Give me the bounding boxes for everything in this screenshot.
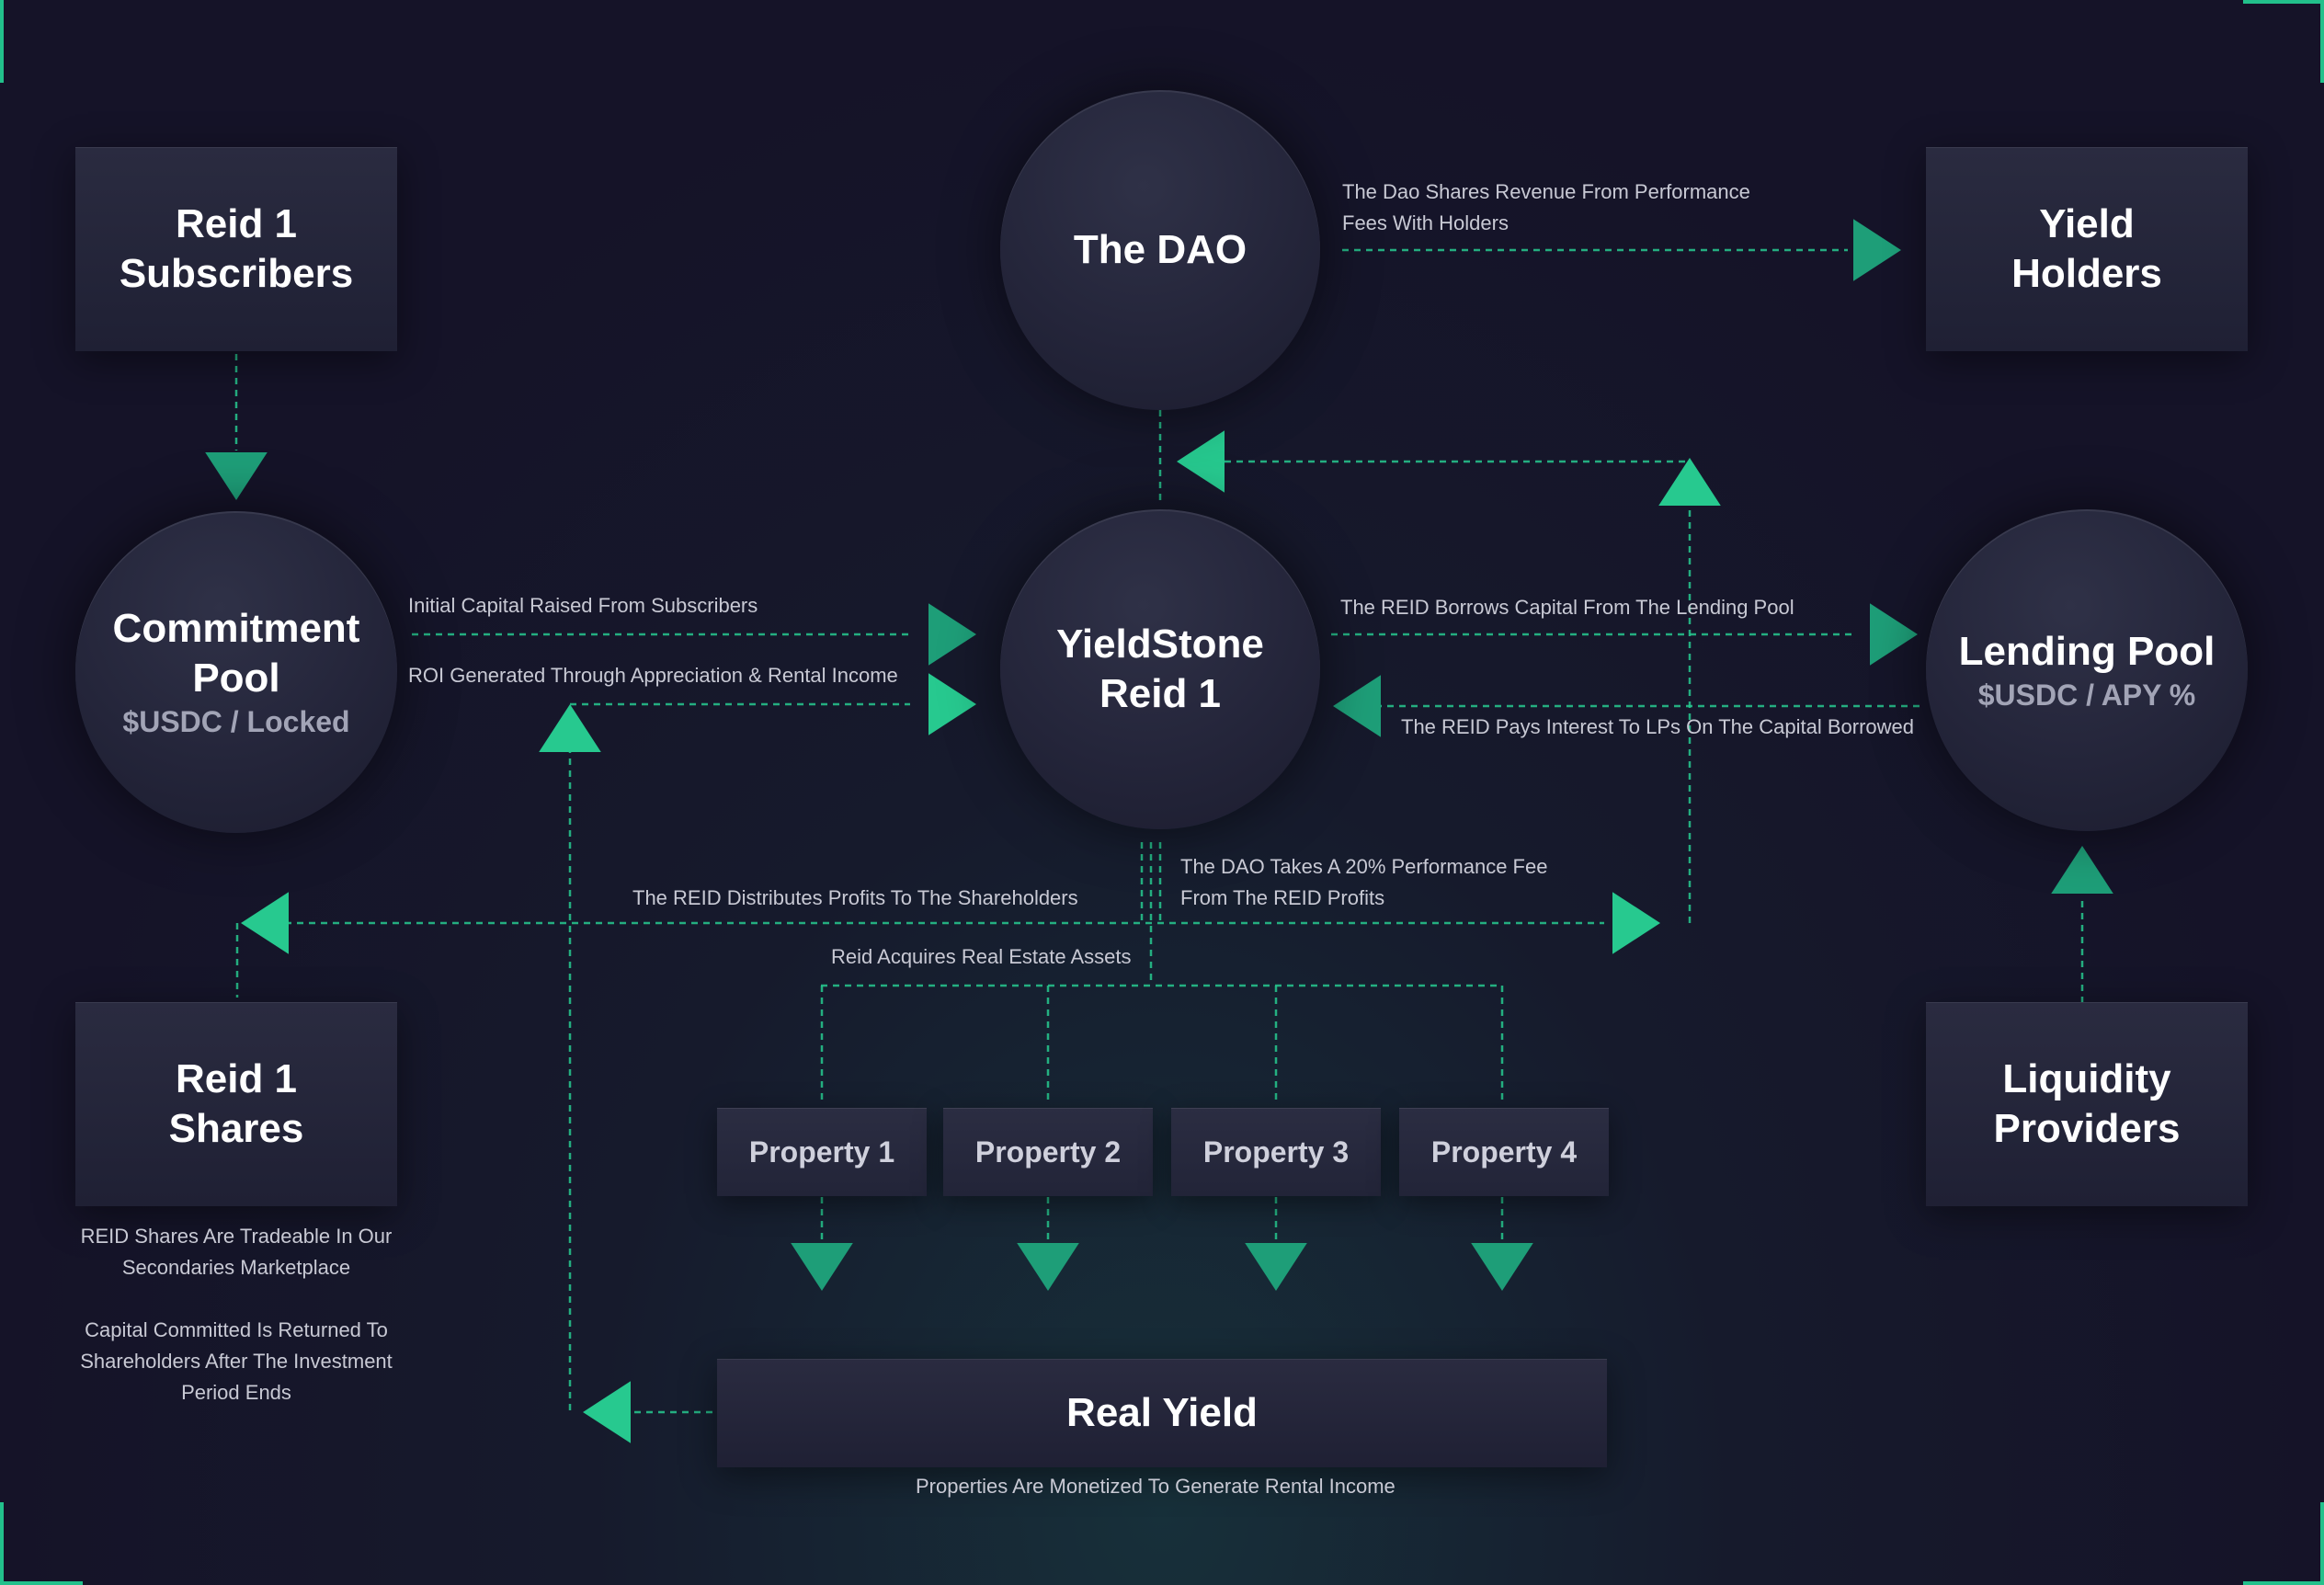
dao-fee-label-line2: From The REID Profits (1180, 886, 1385, 909)
corner-accent (0, 0, 4, 83)
liquidity-up-arrow (2051, 846, 2113, 894)
lending-pool-title: Lending Pool (1958, 629, 2216, 674)
dao-shares-label-line1: The Dao Shares Revenue From Performance (1342, 180, 1750, 203)
reid1-subscribers-box: Reid 1 Subscribers (75, 147, 397, 351)
yieldstone-circle: YieldStone Reid 1 (1000, 509, 1320, 829)
yieldstone-line2: Reid 1 (1099, 671, 1222, 716)
real-yield-left-arrow (583, 1381, 631, 1443)
lending-pool-circle: Lending Pool $USDC / APY % (1926, 509, 2248, 831)
borrows-right-arrow (1870, 603, 1918, 666)
property-2-down-arrow (1017, 1243, 1079, 1291)
real-yield-title: Real Yield (1066, 1390, 1258, 1435)
roi-right-arrow (928, 673, 976, 735)
corner-accent (0, 1581, 83, 1585)
commitment-pool-line1: Commitment (112, 606, 360, 651)
the-dao-circle: The DAO (1000, 90, 1320, 410)
liquidity-providers-box: Liquidity Providers (1926, 1002, 2248, 1206)
property-4-label: Property 4 (1430, 1135, 1578, 1169)
the-dao-title: The DAO (1073, 227, 1247, 272)
pays-interest-label: The REID Pays Interest To LPs On The Cap… (1401, 715, 1915, 738)
real-yield-box: Real Yield (717, 1359, 1607, 1467)
property-4-box: Property 4 (1399, 1108, 1609, 1196)
corner-accent (2320, 0, 2324, 83)
reid1-shares-line2: Shares (168, 1106, 304, 1151)
pays-interest-left-arrow (1333, 675, 1381, 737)
acquires-label: Reid Acquires Real Estate Assets (831, 945, 1132, 968)
tradeable-note: REID Shares Are Tradeable In Our Seconda… (80, 1225, 393, 1279)
corner-accent (0, 1502, 4, 1585)
reid1-shares-line1: Reid 1 (175, 1056, 298, 1101)
dao-fee-return-connector (1213, 460, 1692, 923)
lending-pool-sub: $USDC / APY % (1977, 678, 2196, 712)
liquidity-providers-line1: Liquidity (2002, 1056, 2171, 1101)
roi-label: ROI Generated Through Appreciation & Ren… (408, 664, 898, 687)
initial-capital-label: Initial Capital Raised From Subscribers (408, 594, 758, 617)
property-4-down-arrow (1471, 1243, 1533, 1291)
dao-yield-right-arrow (1853, 219, 1901, 281)
returned-note: Capital Committed Is Returned To Shareho… (80, 1318, 393, 1404)
property-3-down-arrow (1245, 1243, 1307, 1291)
reid1-shares-box: Reid 1 Shares (75, 1002, 397, 1206)
yield-holders-box: Yield Holders (1926, 147, 2248, 351)
corner-accent (2320, 1502, 2324, 1585)
property-2-box: Property 2 (943, 1108, 1153, 1196)
roi-up-arrow (539, 704, 601, 752)
dao-shares-label-line2: Fees With Holders (1342, 211, 1509, 234)
dao-fee-up-arrow (1658, 458, 1721, 506)
corner-accent (2243, 1581, 2324, 1585)
dao-fee-right-arrow (1612, 892, 1660, 954)
yield-holders-line1: Yield (2039, 201, 2135, 246)
property-2-label: Property 2 (974, 1135, 1122, 1169)
property-1-label: Property 1 (748, 1135, 895, 1169)
yield-holders-line2: Holders (2011, 251, 2162, 296)
liquidity-providers-line2: Providers (1993, 1106, 2181, 1151)
monetized-label: Properties Are Monetized To Generate Ren… (916, 1475, 1396, 1498)
yieldstone-line1: YieldStone (1056, 621, 1264, 667)
property-1-down-arrow (791, 1243, 853, 1291)
property-1-box: Property 1 (717, 1108, 927, 1196)
commitment-pool-line2: Pool (192, 656, 280, 701)
dao-fee-label-line1: The DAO Takes A 20% Performance Fee (1180, 855, 1548, 878)
dao-fee-left-arrow (1177, 430, 1225, 493)
commitment-pool-sub: $USDC / Locked (122, 705, 350, 738)
commitment-pool-circle: Commitment Pool $USDC / Locked (75, 511, 397, 833)
initial-capital-right-arrow (928, 603, 976, 666)
distributes-label: The REID Distributes Profits To The Shar… (632, 886, 1078, 909)
distributes-left-arrow (241, 892, 289, 954)
property-3-box: Property 3 (1171, 1108, 1381, 1196)
corner-accent (2243, 0, 2324, 4)
reid1-subscribers-line1: Reid 1 (175, 201, 298, 246)
reid1-subscribers-line2: Subscribers (119, 251, 354, 296)
property-3-label: Property 3 (1202, 1135, 1350, 1169)
borrows-label: The REID Borrows Capital From The Lendin… (1340, 596, 1794, 619)
subscribers-down-arrow (205, 452, 268, 500)
